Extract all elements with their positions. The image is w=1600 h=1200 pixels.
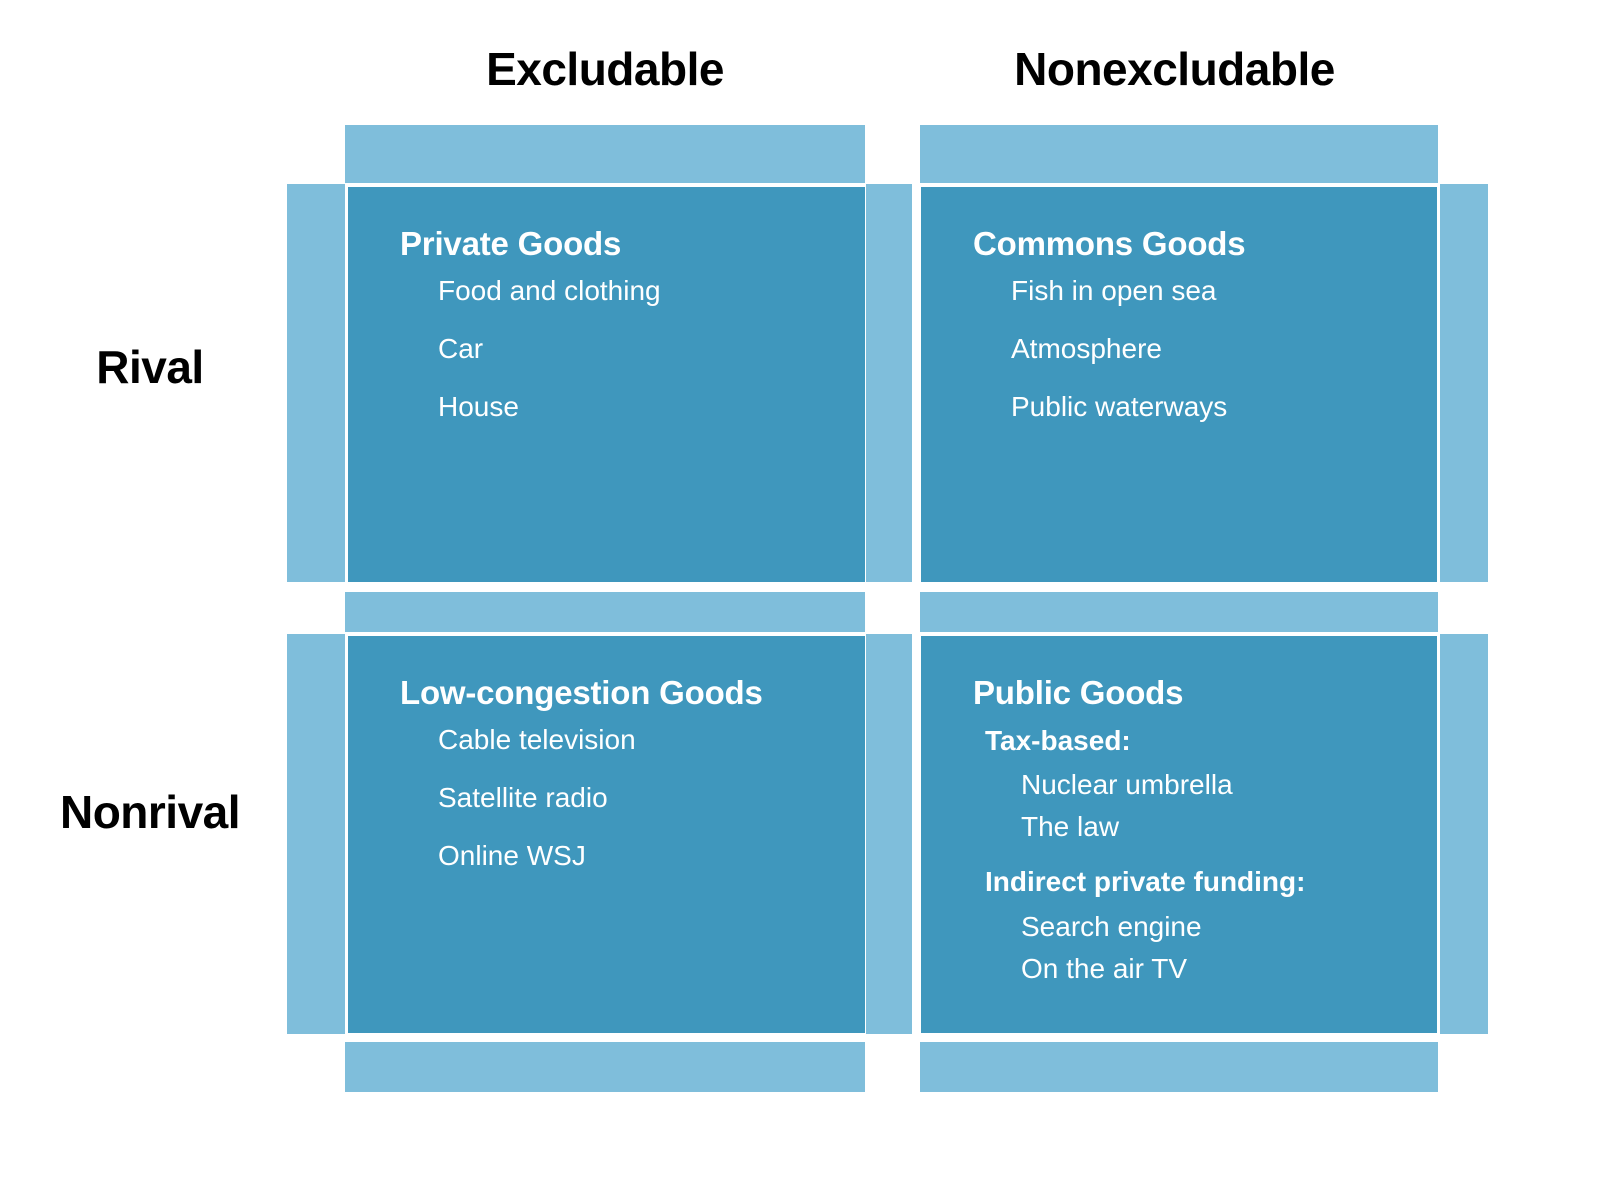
list-item: Food and clothing	[438, 274, 661, 306]
list-item: Car	[438, 332, 484, 364]
list-item: On the air TV	[1021, 952, 1188, 984]
quadrant-title-private-goods: Private Goods	[400, 225, 622, 262]
item-list-indirect-private-funding: Search engine On the air TV	[973, 910, 1411, 984]
frame-bar-right-nonrival-row	[1440, 634, 1488, 1034]
group-indirect-private-funding: Indirect private funding: Search engine …	[973, 867, 1411, 982]
list-item: House	[438, 390, 519, 422]
item-list-private-goods: Food and clothing Car House	[400, 274, 839, 422]
group-tax-based: Tax-based: Nuclear umbrella The law	[973, 726, 1411, 841]
frame-bar-left-nonrival-row	[287, 634, 345, 1034]
row-header-rival: Rival	[96, 341, 204, 393]
list-item: Nuclear umbrella	[1021, 769, 1233, 801]
frame-bar-divider-nonexcludable	[920, 592, 1438, 632]
quadrant-title-low-congestion-goods: Low-congestion Goods	[400, 674, 763, 711]
frame-bar-top-nonexcludable	[920, 125, 1438, 183]
list-item: Search engine	[1021, 910, 1202, 942]
list-item: Cable television	[438, 723, 636, 755]
list-item: Public waterways	[1011, 390, 1228, 422]
row-header-nonrival: Nonrival	[59, 786, 241, 838]
quadrant-private-goods: Private Goods Food and clothing Car Hous…	[348, 187, 865, 582]
frame-bar-right-rival-row	[1440, 184, 1488, 582]
item-list-tax-based: Nuclear umbrella The law	[973, 771, 1411, 841]
item-list-low-congestion-goods: Cable television Satellite radio Online …	[400, 723, 839, 871]
list-item: Atmosphere	[1011, 332, 1162, 364]
frame-bar-middle-nonrival-row	[866, 634, 912, 1034]
list-item: Satellite radio	[438, 781, 608, 813]
quadrant-title-commons-goods: Commons Goods	[973, 225, 1246, 262]
quadrant-title-public-goods: Public Goods	[973, 674, 1184, 711]
frame-bar-divider-excludable	[345, 592, 865, 632]
quadrant-public-goods: Public Goods Tax-based: Nuclear umbrella…	[921, 636, 1437, 1033]
list-item: The law	[1021, 811, 1120, 843]
frame-bar-bottom-excludable	[345, 1042, 865, 1092]
quadrant-commons-goods: Commons Goods Fish in open sea Atmospher…	[921, 187, 1437, 582]
list-item: Fish in open sea	[1011, 274, 1217, 306]
frame-bar-bottom-nonexcludable	[920, 1042, 1438, 1092]
column-header-excludable: Excludable	[486, 43, 724, 95]
frame-bar-middle-rival-row	[866, 184, 912, 582]
frame-bar-left-rival-row	[287, 184, 345, 582]
frame-bar-top-excludable	[345, 125, 865, 183]
group-label-indirect-private-funding: Indirect private funding:	[985, 866, 1306, 898]
quadrant-low-congestion-goods: Low-congestion Goods Cable television Sa…	[348, 636, 865, 1033]
list-item: Online WSJ	[438, 839, 586, 871]
column-header-nonexcludable: Nonexcludable	[1014, 43, 1335, 95]
item-list-commons-goods: Fish in open sea Atmosphere Public water…	[973, 274, 1411, 422]
group-label-tax-based: Tax-based:	[985, 724, 1131, 756]
